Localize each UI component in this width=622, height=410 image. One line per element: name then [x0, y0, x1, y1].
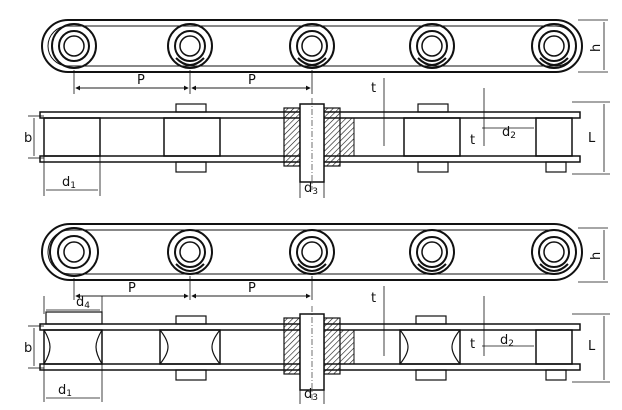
d1-label: d1: [58, 383, 72, 399]
t-label: t: [371, 291, 376, 306]
L-label: L: [588, 339, 596, 354]
pin-joint: [531, 23, 577, 69]
pitch-label: P: [248, 281, 256, 296]
d4-label: d4: [76, 295, 90, 311]
t-label: t: [371, 81, 376, 96]
flanged-roller: [43, 329, 103, 365]
pitch-label: P: [128, 281, 136, 296]
pin-row: [51, 23, 577, 69]
b-label: b: [24, 131, 32, 146]
pin-joint: [409, 23, 455, 69]
top-plan-view: P P h: [41, 19, 608, 94]
pin-joint: [167, 229, 213, 275]
d1-label: d1: [62, 175, 76, 191]
top-section-view: d1 d3 d2 t t b L: [24, 78, 610, 198]
d2-label: d2: [500, 333, 514, 349]
roller-body: [403, 117, 461, 157]
hatched-section: [283, 98, 355, 190]
pin-joint: [51, 23, 97, 69]
bottom-plan-view: P P h: [41, 223, 608, 300]
d3-label: d3: [304, 387, 318, 403]
roller-body: [163, 117, 221, 157]
pin-row: [49, 227, 577, 277]
t-label: t: [470, 337, 475, 352]
flanged-roller: [159, 329, 221, 365]
pin-joint: [289, 23, 335, 69]
roller-body: [43, 117, 101, 157]
pin-joint: [409, 229, 455, 275]
height-label: h: [589, 44, 604, 52]
d2-label: d2: [502, 125, 516, 141]
L-label: L: [588, 131, 596, 146]
bottom-section-view: d4 d1 d3 d2 t t b L: [24, 286, 610, 404]
t-label: t: [470, 133, 475, 148]
b-label: b: [24, 341, 32, 356]
pitch-label: P: [137, 73, 145, 88]
roller-body: [535, 117, 573, 157]
pin-joint: [289, 229, 335, 275]
roller-body: [535, 329, 573, 365]
pin-joint: [167, 23, 213, 69]
pin-joint: [49, 227, 99, 277]
pin-joint: [531, 229, 577, 275]
pitch-label: P: [248, 73, 256, 88]
flanged-roller: [399, 329, 461, 365]
hatched-section: [283, 306, 355, 400]
d3-label: d3: [304, 181, 318, 197]
height-label: h: [589, 252, 604, 260]
